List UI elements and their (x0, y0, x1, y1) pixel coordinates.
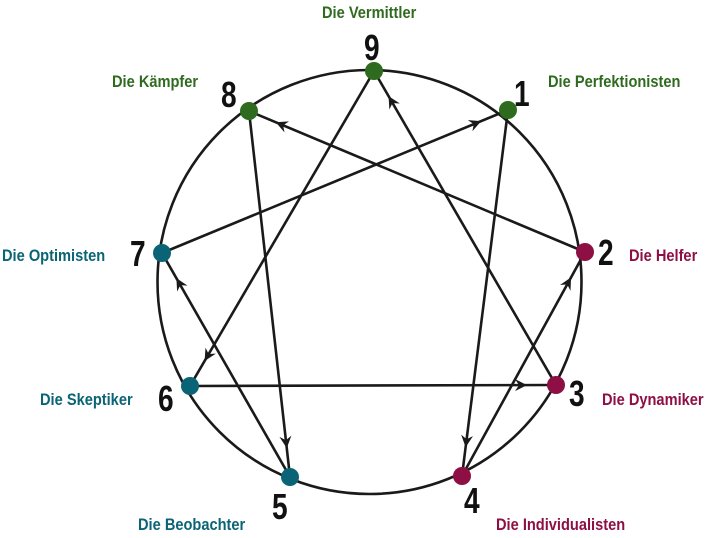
type-number-1: 1 (514, 73, 530, 114)
arrow-line-8-to-5 (247, 110, 292, 478)
type-label-7: Die Optimisten (2, 246, 106, 265)
type-number-8: 8 (221, 74, 237, 115)
type-point-2 (576, 243, 594, 261)
type-label-9: Die Vermittler (322, 3, 417, 22)
arrow-lines (160, 70, 587, 478)
type-label-6: Die Skeptiker (40, 390, 133, 409)
type-label-3: Die Dynamiker (602, 390, 704, 409)
type-label-1: Die Perfektionisten (548, 72, 681, 91)
type-point-9 (365, 62, 383, 80)
type-point-8 (240, 102, 258, 120)
type-label-4: Die Individualisten (496, 515, 626, 534)
type-number-9: 9 (364, 27, 380, 68)
arrow-line-5-to-7 (160, 252, 292, 478)
arrow-line-2-to-8 (248, 109, 586, 254)
arrow-line-9-to-6 (188, 70, 376, 387)
arrow-line-3-to-9 (372, 70, 558, 386)
type-number-7: 7 (130, 233, 146, 274)
type-points (153, 62, 594, 486)
type-label-8: Die Kämpfer (112, 72, 199, 91)
type-number-4: 4 (464, 480, 480, 521)
type-point-1 (499, 101, 517, 119)
type-label-5: Die Beobachter (138, 515, 246, 534)
type-point-5 (281, 468, 299, 486)
arrow-line-4-to-2 (460, 251, 587, 477)
type-number-6: 6 (158, 378, 174, 419)
type-label-2: Die Helfer (629, 246, 698, 265)
arrow-line-6-to-3 (189, 383, 557, 388)
type-point-3 (547, 376, 565, 394)
type-number-3: 3 (569, 373, 585, 414)
arrow-line-7-to-1 (161, 108, 509, 255)
arrow-line-1-to-4 (460, 109, 510, 477)
type-number-2: 2 (598, 232, 614, 273)
type-point-6 (181, 377, 199, 395)
type-point-7 (153, 244, 171, 262)
type-point-4 (453, 467, 471, 485)
enneagram-circle (156, 68, 583, 496)
type-number-5: 5 (272, 486, 288, 527)
